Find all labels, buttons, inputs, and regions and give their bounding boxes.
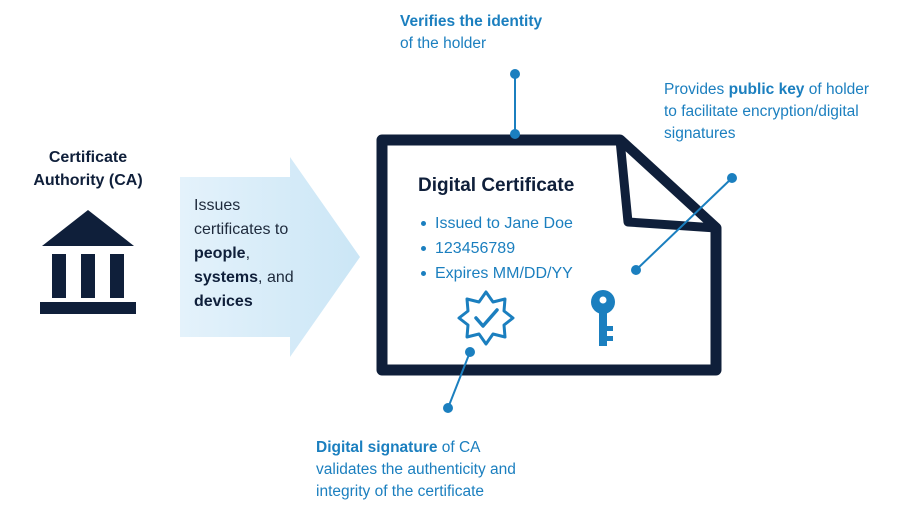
pubkey-pre: Provides [664, 81, 729, 98]
identity-rest: of the holder [400, 35, 487, 52]
signature-bold: Digital signature [316, 439, 438, 456]
identity-dot-bottom [510, 129, 520, 139]
key-icon [591, 290, 615, 346]
pubkey-line1: Provides public key of holder [664, 79, 919, 101]
ca-title-line1: Certificate [48, 149, 128, 166]
pubkey-bold: public key [728, 81, 805, 98]
folded-corner-fill [615, 135, 721, 233]
issues-line5: devices [194, 290, 314, 314]
callout-public-key: Provides public key of holder to facilit… [664, 79, 919, 145]
issues-line4: systems, and [194, 266, 314, 290]
callout-identity: Verifies the identity of the holder [400, 11, 542, 55]
ca-title-line2: Authority (CA) [33, 172, 143, 189]
issues-line2: certificates to [194, 221, 289, 238]
signature-connector [447, 351, 471, 409]
pubkey-line2: to facilitate encryption/digital [664, 103, 859, 120]
signature-line3: integrity of the certificate [316, 483, 484, 500]
certificate-title: Digital Certificate [418, 175, 575, 196]
signature-dot-top [465, 347, 475, 357]
pubkey-connector [635, 177, 733, 271]
signature-line2: validates the authenticity and [316, 461, 516, 478]
issues-line1: Issues [194, 197, 241, 214]
and-text: , and [258, 269, 294, 286]
identity-dot-top [510, 69, 520, 79]
issues-text: Issues certificates to people, systems, … [194, 194, 314, 314]
ca-title: Certificate Authority (CA) [20, 146, 156, 192]
signature-post: of CA [437, 439, 481, 456]
pubkey-dot-bottom [631, 265, 641, 275]
comma: , [245, 245, 251, 262]
pubkey-post: of holder [804, 81, 870, 98]
issues-line3: people, [194, 242, 314, 266]
systems-label: systems [194, 269, 259, 286]
identity-bold: Verifies the identity [400, 13, 543, 30]
issues-arrow [180, 157, 360, 357]
certificate-issued-to: Issued to Jane Doe [420, 211, 573, 236]
certificate-serial: 123456789 [420, 236, 573, 261]
signature-line1: Digital signature of CA [316, 437, 646, 459]
certificate-expiry: Expires MM/DD/YY [420, 261, 573, 286]
pubkey-dot-top [727, 173, 737, 183]
people-label: people [194, 245, 246, 262]
pubkey-line3: signatures [664, 125, 736, 142]
verified-badge-icon [457, 290, 515, 346]
devices-label: devices [194, 293, 253, 310]
signature-dot-bottom [443, 403, 453, 413]
callout-signature: Digital signature of CA validates the au… [316, 437, 646, 503]
certificate-details: Issued to Jane Doe 123456789 Expires MM/… [420, 211, 573, 286]
bank-building-icon [40, 210, 136, 314]
